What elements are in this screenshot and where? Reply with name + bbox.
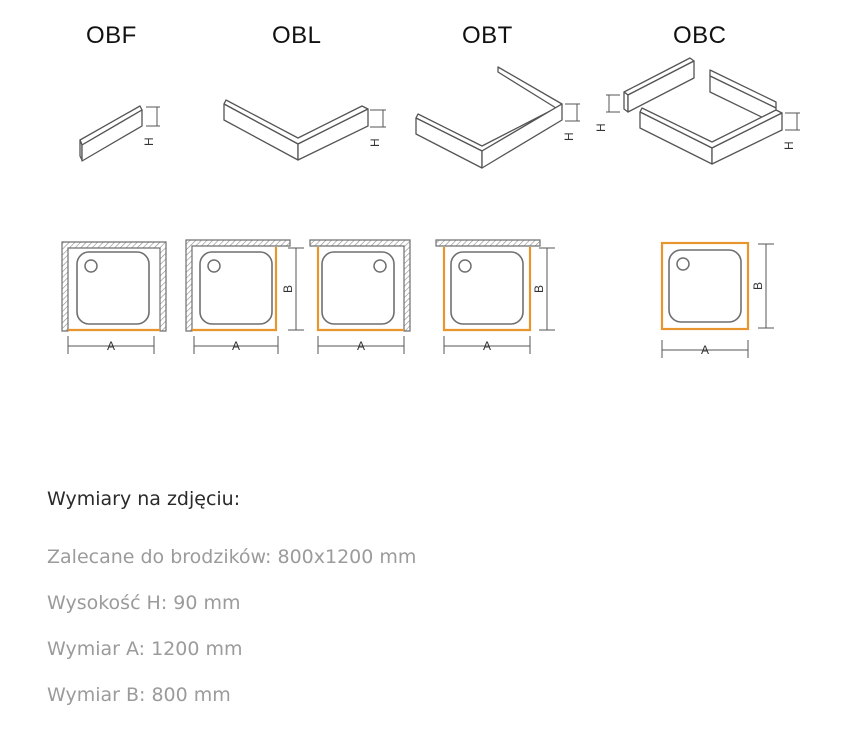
height-label-obc-right: H xyxy=(782,141,796,150)
type-label-obf: OBF xyxy=(86,22,137,49)
depth-label-obt: B xyxy=(532,285,546,293)
obf-panel-3d xyxy=(79,105,143,162)
width-label-obc: A xyxy=(701,343,709,357)
spec-height: Wysokość H: 90 mm xyxy=(47,592,241,614)
obc-panel-3d xyxy=(623,57,783,165)
height-label-obt: H xyxy=(562,132,576,141)
obl-plan-view-2 xyxy=(309,239,411,332)
width-label-obl: A xyxy=(232,339,240,353)
height-label-obl: H xyxy=(368,138,382,147)
type-label-obl: OBL xyxy=(272,22,322,49)
obt-panel-3d xyxy=(415,66,563,169)
width-dimensions xyxy=(67,336,749,358)
obt-plan-view xyxy=(435,239,541,332)
width-label-obf: A xyxy=(107,339,115,353)
specifications: Wymiary na zdjęciu: Zalecane do brodzikó… xyxy=(47,488,416,730)
depth-label-obl: B xyxy=(281,285,295,293)
spec-depth-b: Wymiar B: 800 mm xyxy=(47,684,231,706)
type-label-obt: OBT xyxy=(462,22,513,49)
obf-plan-view xyxy=(61,241,167,332)
height-dimensions xyxy=(146,94,800,131)
height-label-obc: H xyxy=(594,123,608,132)
depth-dimensions xyxy=(288,243,774,331)
obc-plan-view xyxy=(660,241,750,331)
width-label-obl-2: A xyxy=(357,339,365,353)
obl-plan-view-1 xyxy=(185,239,291,332)
panel-diagrams: H H H H H A xyxy=(61,57,800,358)
type-label-obc: OBC xyxy=(673,22,727,49)
height-label-obf: H xyxy=(142,137,156,146)
obl-panel-3d xyxy=(223,99,369,161)
width-label-obt: A xyxy=(483,339,491,353)
depth-label-obc: B xyxy=(751,282,765,290)
spec-recommended-trays: Zalecane do brodzików: 800x1200 mm xyxy=(47,546,417,568)
specs-heading: Wymiary na zdjęciu: xyxy=(47,488,241,510)
spec-width-a: Wymiar A: 1200 mm xyxy=(47,638,243,660)
